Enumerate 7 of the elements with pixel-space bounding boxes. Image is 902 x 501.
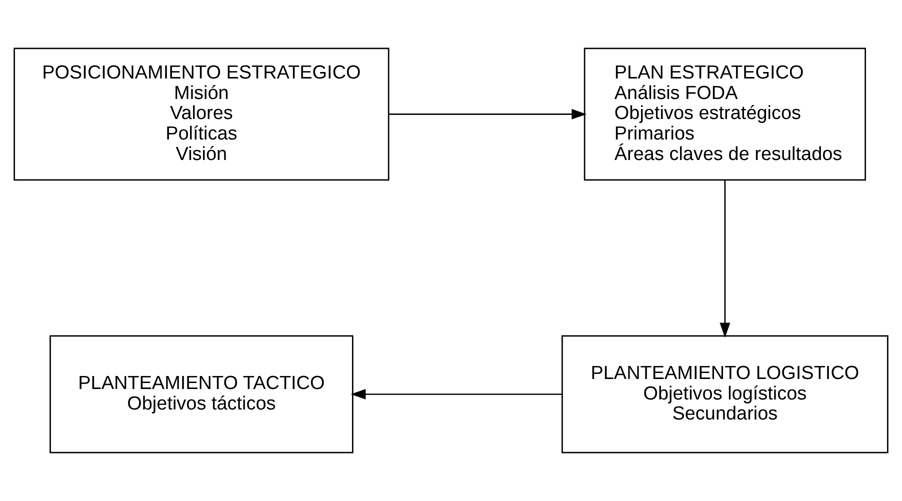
arrow xyxy=(350,389,562,400)
node-box: POSICIONAMIENTO ESTRATEGICO Misión Valores Políticas Visión xyxy=(14,48,390,181)
node-box: PLAN ESTRATEGICO Análisis FODA Objetivos estratégicos Primarios Áreas claves de resultados xyxy=(584,48,866,181)
arrow xyxy=(720,180,730,338)
node-box: PLANTEAMIENTO TACTICO Objetivos tácticos xyxy=(50,335,354,454)
arrow xyxy=(389,108,587,120)
node-box: PLANTEAMIENTO LOGISTICO Objetivos logísticos Secundarios xyxy=(562,335,888,454)
